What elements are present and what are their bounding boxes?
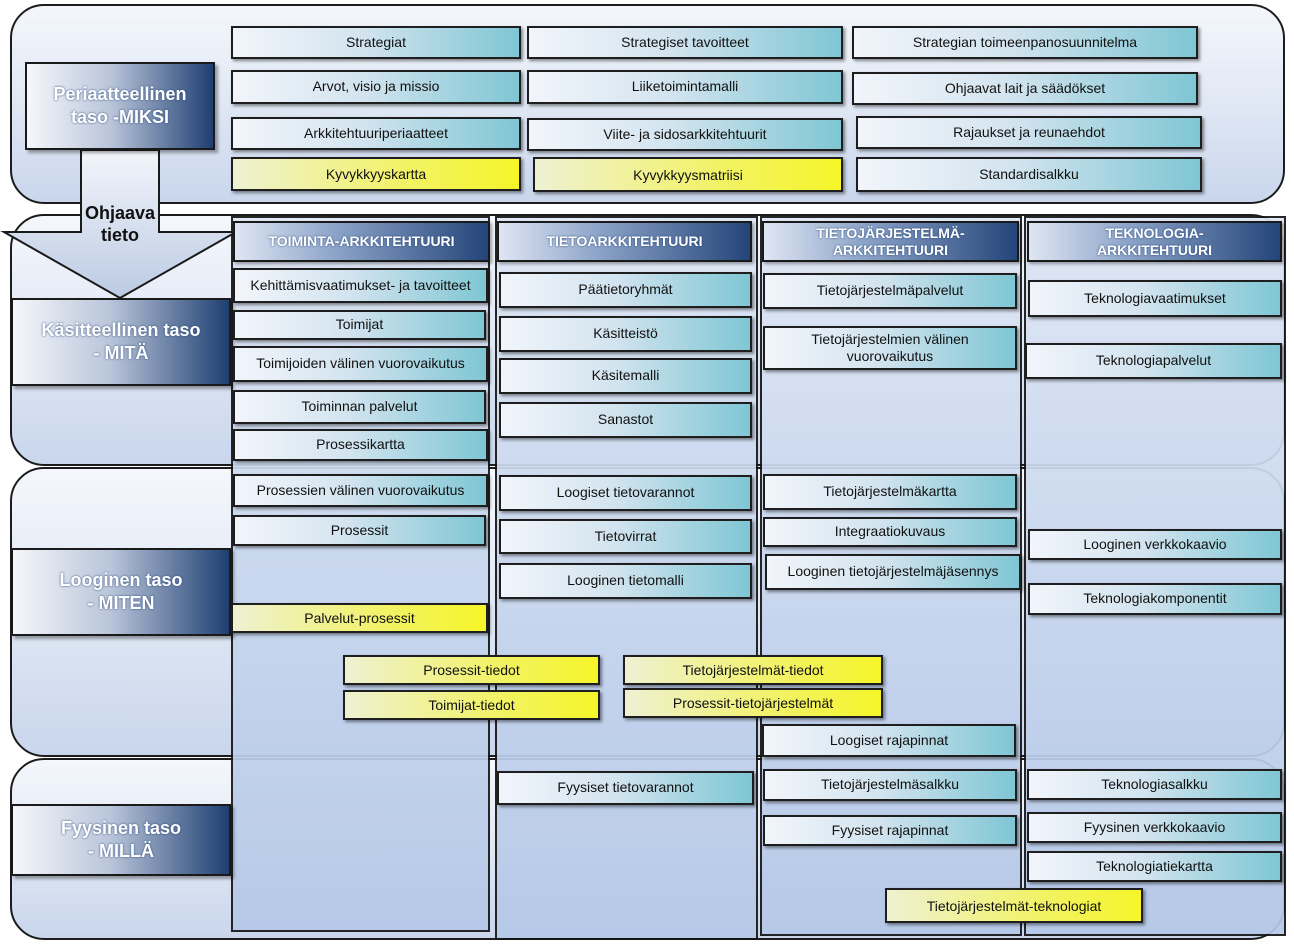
conceptual-teknologia-item: Teknologiavaatimukset bbox=[1028, 280, 1282, 317]
physical-teknologia-item: Teknologiatiekartta bbox=[1027, 851, 1282, 882]
guiding-info-label: Ohjaava tieto bbox=[84, 203, 156, 245]
physical-teknologia-item: Fyysinen verkkokaavio bbox=[1027, 812, 1282, 843]
logical-tietojarjestelma-item: Integraatiokuvaus bbox=[763, 517, 1017, 547]
principle-item-highlight: Kyvykkyyskartta bbox=[231, 157, 521, 191]
cross-item: Toimijat-tiedot bbox=[343, 690, 600, 720]
logical-toiminta-item: Prosessien välinen vuorovaikutus bbox=[233, 474, 488, 507]
column-header-toiminta: TOIMINTA-ARKKITEHTUURI bbox=[233, 221, 490, 262]
principle-item: Ohjaavat lait ja säädökset bbox=[852, 72, 1198, 105]
cross-item: Prosessit-tietojärjestelmät bbox=[623, 688, 883, 718]
cross-item: Prosessit-tiedot bbox=[343, 655, 600, 685]
conceptual-tieto-item: Päätietoryhmät bbox=[499, 272, 752, 308]
logical-tietojarjestelma-item: Tietojärjestelmäkartta bbox=[763, 474, 1017, 510]
cross-item: Tietojärjestelmät-tiedot bbox=[623, 655, 883, 685]
logical-tietojarjestelma-item: Looginen tietojärjestelmäjäsennys bbox=[765, 554, 1021, 590]
principle-item: Arvot, visio ja missio bbox=[231, 70, 521, 104]
level-label-logical: Looginen taso - MITEN bbox=[11, 548, 231, 636]
conceptual-toiminta-item: Kehittämisvaatimukset- ja tavoitteet bbox=[233, 268, 488, 303]
physical-tietojarjestelma-item: Fyysiset rajapinnat bbox=[763, 815, 1017, 846]
principle-item: Standardisalkku bbox=[856, 157, 1202, 192]
principle-item: Viite- ja sidosarkkitehtuurit bbox=[527, 118, 843, 151]
conceptual-tietojarjestelma-item: Tietojärjestelmien välinen vuorovaikutus bbox=[763, 326, 1017, 370]
physical-tieto-item: Fyysiset tietovarannot bbox=[497, 771, 754, 805]
logical-toiminta-item: Prosessit bbox=[233, 515, 486, 546]
logical-tietojarjestelma-item: Loogiset rajapinnat bbox=[762, 724, 1016, 757]
conceptual-tieto-item: Sanastot bbox=[499, 402, 752, 438]
principle-item: Strategian toimeenpanosuunnitelma bbox=[852, 26, 1198, 59]
principle-item: Liiketoimintamalli bbox=[527, 70, 843, 104]
logical-teknologia-item: Looginen verkkokaavio bbox=[1028, 529, 1282, 560]
principle-item: Rajaukset ja reunaehdot bbox=[856, 116, 1202, 149]
guiding-arrow bbox=[0, 149, 240, 300]
level-label-physical: Fyysinen taso - MILLÄ bbox=[11, 804, 231, 876]
principle-item: Strategiset tavoitteet bbox=[527, 26, 843, 59]
level-label-principle: Periaatteellinen taso -MIKSI bbox=[25, 62, 215, 150]
logical-tieto-item: Looginen tietomalli bbox=[499, 563, 752, 599]
conceptual-toiminta-item: Toimijat bbox=[233, 310, 486, 340]
cross-item: Tietojärjestelmät-teknologiat bbox=[885, 888, 1143, 923]
conceptual-toiminta-item: Toiminnan palvelut bbox=[233, 390, 486, 424]
physical-tietojarjestelma-item: Tietojärjestelmäsalkku bbox=[763, 769, 1017, 801]
principle-item: Arkkitehtuuriperiaatteet bbox=[231, 117, 521, 150]
conceptual-tietojarjestelma-item: Tietojärjestelmäpalvelut bbox=[763, 273, 1017, 309]
conceptual-tieto-item: Käsitemalli bbox=[499, 358, 752, 394]
conceptual-toiminta-item: Toimijoiden välinen vuorovaikutus bbox=[233, 346, 488, 382]
column-header-teknologia: TEKNOLOGIA- ARKKITEHTUURI bbox=[1027, 221, 1282, 262]
conceptual-teknologia-item: Teknologiapalvelut bbox=[1025, 343, 1282, 379]
physical-teknologia-item: Teknologiasalkku bbox=[1027, 769, 1282, 800]
conceptual-tieto-item: Käsitteistö bbox=[499, 316, 752, 352]
column-header-tieto: TIETOARKKITEHTUURI bbox=[497, 221, 752, 262]
principle-item-highlight: Kyvykkyysmatriisi bbox=[533, 157, 843, 192]
logical-tieto-item: Loogiset tietovarannot bbox=[499, 475, 752, 511]
principle-item: Strategiat bbox=[231, 26, 521, 59]
column-header-tietojarjestelma: TIETOJÄRJESTELMÄ- ARKKITEHTUURI bbox=[762, 221, 1019, 262]
level-label-conceptual: Käsitteellinen taso - MITÄ bbox=[11, 298, 231, 386]
logical-tieto-item: Tietovirrat bbox=[499, 519, 752, 554]
logical-teknologia-item: Teknologiakomponentit bbox=[1028, 583, 1282, 615]
conceptual-toiminta-item: Prosessikartta bbox=[233, 429, 488, 461]
logical-toiminta-highlight: Palvelut-prosessit bbox=[231, 603, 488, 633]
